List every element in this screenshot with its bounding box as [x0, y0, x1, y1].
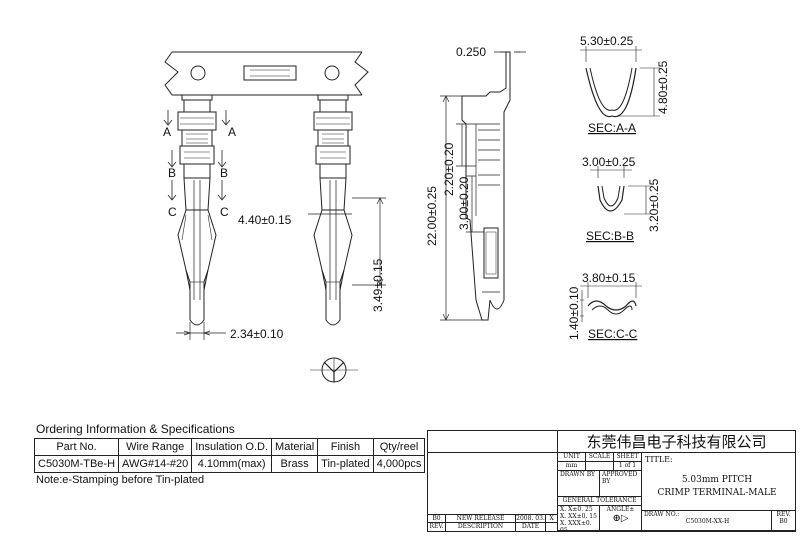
cell-finish: Tin-plated — [317, 455, 374, 473]
ordering-title: Ordering Information & Specifications — [36, 422, 235, 436]
section-c — [580, 282, 642, 322]
sec-c-label: SEC:C-C — [588, 327, 638, 341]
approved-by-label: APPROVED BY — [600, 471, 642, 497]
dim-sec-b-width: 3.00±0.25 — [582, 155, 636, 169]
dim-width-4-40: 4.40±0.15 — [238, 213, 292, 227]
title-line-2: CRIMP TERMINAL-MALE — [657, 488, 777, 498]
dim-2-20: 2.20±0.20 — [442, 142, 456, 196]
scale-label: SCALE — [586, 453, 614, 462]
cut-a-right: A — [228, 125, 236, 139]
rev-value: B0 — [779, 518, 788, 525]
cut-a-left: A — [163, 125, 171, 139]
dim-pitch-top: 0.250 — [456, 45, 486, 59]
header-finish: Finish — [317, 438, 374, 456]
dim-sec-c-height: 1.40±0.10 — [567, 286, 581, 340]
sec-b-label: SEC:B-B — [586, 229, 634, 243]
dim-sec-a-width: 5.30±0.25 — [580, 34, 634, 48]
rev-header-desc: DESCRIPTION — [446, 523, 516, 531]
dim-3-00: 3.00±0.20 — [457, 176, 471, 230]
sheet-label: SHEET — [614, 453, 642, 462]
terminal-left — [177, 100, 217, 326]
title-area — [642, 453, 795, 511]
rev-row-date: 2008. 03. 08 — [516, 515, 546, 523]
cut-c-right: C — [220, 205, 229, 219]
drawing-number-label: DRAW NO.: — [644, 511, 680, 518]
dim-sec-b-height: 3.20±0.25 — [647, 178, 661, 232]
header-qty: Qty/reel — [372, 438, 426, 456]
unit-value: mm — [558, 462, 586, 471]
ordering-header-row: Part No. Wire Range Insulation O.D. Mate… — [33, 438, 426, 456]
dim-total-length: 22.00±0.25 — [425, 186, 439, 246]
rev-cell: REV. B0 — [772, 511, 795, 531]
cut-c-left: C — [168, 205, 177, 219]
tol-1: X. X±0. 25 — [560, 506, 593, 513]
drawn-by-label: DRAWN BY — [558, 471, 600, 497]
dim-len-3-49: 3.49±0.15 — [371, 258, 385, 312]
drawing-number-cell: DRAW NO.: C5030M-XX-H — [642, 511, 772, 531]
side-view — [440, 51, 526, 321]
ordering-note: Note:e-Stamping before Tin-plated — [36, 474, 205, 486]
projection-icon: ⊕▷ — [612, 513, 629, 524]
drawing-number: C5030M-XX-H — [685, 518, 730, 525]
angle-cell: ANGLE± ⊕▷ — [600, 506, 642, 531]
company-name: 东莞伟昌电子科技有限公司 — [558, 431, 795, 453]
sec-a-label: SEC:A-A — [588, 121, 636, 135]
table-row: C5030M-TBe-H AWG#14-#20 4.10mm(max) Bras… — [33, 455, 426, 473]
header-part-no: Part No. — [33, 438, 120, 456]
scale-value — [586, 462, 614, 471]
section-b — [590, 166, 650, 215]
cell-part-no: C5030M-TBe-H — [33, 455, 120, 473]
cell-insulation: 4.10mm(max) — [191, 455, 273, 473]
tolerance-values: X. X±0. 25 X. XX±0. 15 X. XXX±0. 05 — [558, 506, 600, 531]
rev-label: REV. — [776, 511, 791, 518]
header-wire-range: Wire Range — [118, 438, 193, 456]
ordering-info: Ordering Information & Specifications Pa… — [33, 422, 426, 486]
rev-row-x: X — [546, 515, 558, 523]
sheet-value: 1 of 1 — [614, 462, 642, 471]
dim-width-2-34: 2.34±0.10 — [230, 327, 284, 341]
header-material: Material — [271, 438, 319, 456]
header-insulation: Insulation O.D. — [191, 438, 273, 456]
ordering-table: Part No. Wire Range Insulation O.D. Mate… — [33, 438, 426, 473]
blank-cell — [428, 431, 558, 453]
title-line-1: 5.03mm PITCH — [681, 475, 753, 485]
title-block: 东莞伟昌电子科技有限公司 UNIT SCALE SHEET mm 1 of 1 … — [427, 430, 796, 532]
rev-header-blank — [546, 523, 558, 531]
cut-b-right: B — [220, 166, 228, 180]
terminal-right — [313, 100, 353, 326]
rev-header-rev: REV. — [428, 523, 446, 531]
rev-history-grid — [428, 453, 558, 515]
tol-3: X. XXX±0. 05 — [560, 520, 592, 531]
dim-sec-c-width: 3.80±0.15 — [582, 271, 636, 285]
rev-row-rev: B0 — [428, 515, 446, 523]
rev-header-date: DATE — [516, 523, 546, 531]
rev-row-desc: NEW RELEASE — [446, 515, 516, 523]
cell-material: Brass — [271, 455, 319, 473]
cell-wire-range: AWG#14-#20 — [118, 455, 193, 473]
title-label: TITLE: — [645, 455, 673, 464]
front-view — [163, 51, 386, 383]
unit-label: UNIT — [558, 453, 586, 462]
angle-label: ANGLE± — [606, 506, 635, 513]
dim-sec-a-height: 4.80±0.25 — [656, 60, 670, 114]
cell-qty: 4,000pcs — [372, 455, 426, 473]
cut-b-left: B — [168, 166, 176, 180]
general-tolerance: GENERAL TOLERANCE — [558, 497, 642, 506]
section-a — [580, 46, 660, 118]
tol-2: X. XX±0. 15 — [560, 513, 597, 520]
